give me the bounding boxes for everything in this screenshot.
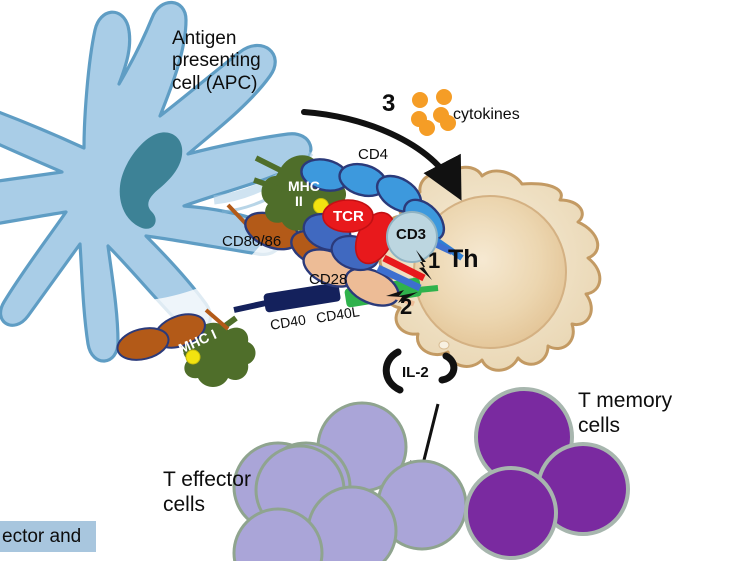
cd3-subunit [386,211,438,263]
t-effector-cell [232,507,324,561]
cytokine-dot [419,120,435,136]
mhc2-arm-2 [253,177,283,193]
t-memory-cell [464,466,558,560]
il2-loop [382,348,458,394]
th-cell-label: Th [448,245,479,273]
cd4-label: CD4 [358,146,389,163]
cd8086-label: CD80/86 [222,233,282,250]
apc-nucleus [119,132,183,229]
cytokine-dot [436,89,452,105]
mhc1-body [182,322,256,387]
cd8086-lower [116,308,230,361]
cd28-label: CD28 [309,271,348,288]
signal-arrows [386,250,432,303]
cytokine-dot [412,92,428,108]
cd3-label: CD3 [396,226,427,243]
signal-2-label: 2 [400,294,413,319]
tcr-zeta-red [382,254,426,282]
tcr-cd3-complex [302,199,454,292]
mhc2-label-line1: MHC [288,178,320,194]
cytokine-dots [411,89,456,136]
mhc2-label-line2: II [295,193,303,209]
t-effector-cluster [232,401,468,561]
tcr-label: TCR [333,208,364,225]
signal-3-label: 3 [382,90,396,117]
caption-fragment: ector and [2,526,82,547]
t-effector-label: T effector cells [163,468,251,516]
tcr-head [322,199,374,233]
signal-1-arrow [416,250,432,280]
cd40-bar [263,282,341,313]
cd28-stalk [393,293,415,307]
cd8086-lower-domain-2 [116,327,170,361]
th-vesicle [438,340,450,350]
cd8086-lower-stalk [204,308,230,331]
tcr-zeta-blue [376,264,422,292]
caption-highlight-bar [0,521,96,552]
apc-label: Antigen presenting cell (APC) [172,28,261,94]
cytokine-dot [440,115,456,131]
cytokines-label: cytokines [453,106,520,123]
highlight-panel [150,52,372,358]
cd40l-stalk [417,285,439,293]
signal-2-arrow [386,290,418,303]
il2-arc-right [438,352,458,384]
mhc1-peptide [185,349,201,365]
mhc2-arm-1 [254,155,286,175]
t-memory-label: T memory cells [578,389,673,437]
signal-1-label: 1 [428,248,441,273]
apc-cell [0,0,313,363]
cytokine-arrow [301,109,462,201]
mhc1-complex [182,315,256,387]
cd40-stalk [233,300,267,313]
il2-label: IL-2 [402,364,429,381]
t-memory-cluster [464,387,630,560]
il2-arc-left [382,348,404,394]
